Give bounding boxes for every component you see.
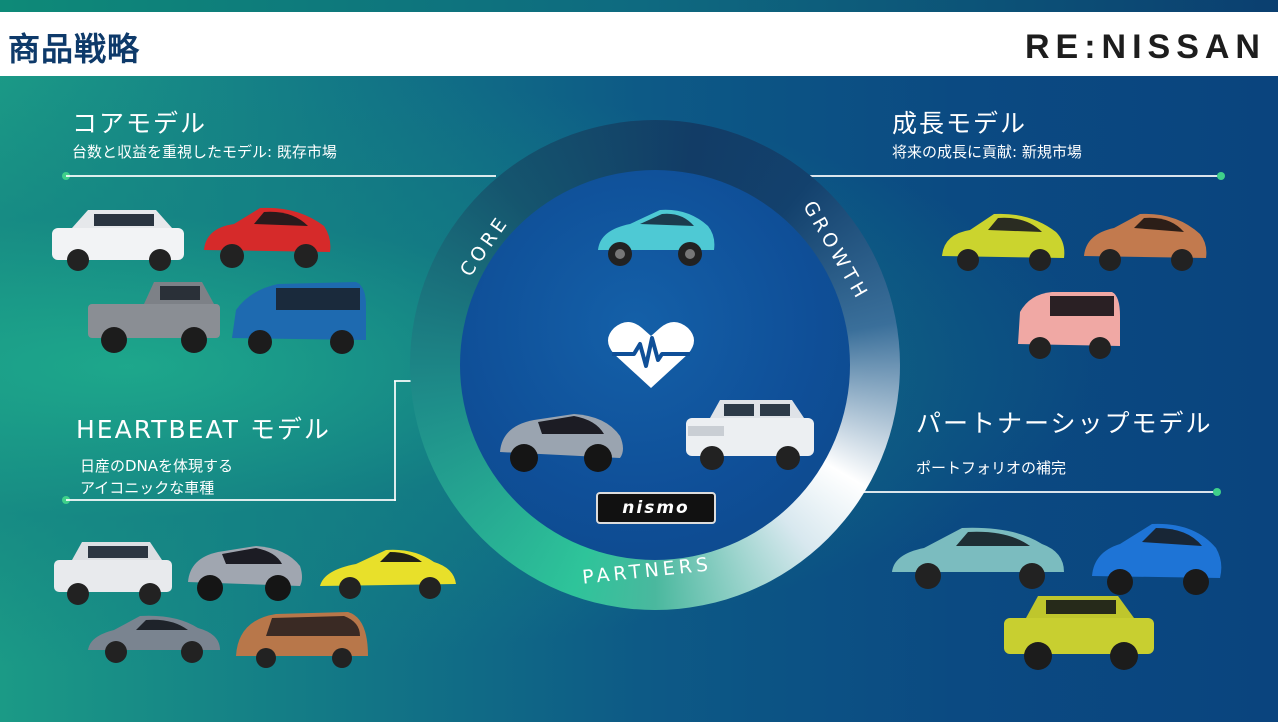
growth-section-title: 成長モデル bbox=[892, 109, 1028, 138]
core-section-title: コアモデル bbox=[72, 109, 208, 138]
car-core-blue-minivan bbox=[226, 276, 370, 360]
growth-section-subtitle: 将来の成長に貢献: 新規市場 bbox=[892, 143, 1082, 161]
car-heartbeat-yellow-z bbox=[316, 542, 460, 606]
growth-rule bbox=[810, 175, 1222, 177]
car-heartbeat-gray-sedan bbox=[84, 606, 224, 668]
brand-logo: RE:NISSAN bbox=[1024, 28, 1266, 66]
car-partner-teal-sedan bbox=[888, 520, 1068, 592]
car-core-gray-pickup bbox=[84, 274, 224, 354]
page-title: 商品戦略 bbox=[8, 30, 141, 68]
growth-rule-dot bbox=[1217, 172, 1225, 180]
car-center-white-suv bbox=[680, 396, 820, 476]
partnership-rule-dot bbox=[1213, 488, 1221, 496]
partnership-section-subtitle: ポートフォリオの補完 bbox=[916, 459, 1067, 477]
car-heartbeat-white-suv bbox=[50, 538, 176, 608]
partnership-section-title: パートナーシップモデル bbox=[916, 409, 1213, 438]
heartbeat-section-title: HEARTBEAT モデル bbox=[76, 415, 331, 444]
car-growth-pink-kei bbox=[1012, 286, 1124, 362]
car-partner-blue-crossover bbox=[1086, 516, 1226, 606]
core-rule bbox=[66, 175, 496, 177]
strategy-ring: CORE GROWTH PARTNERS bbox=[410, 120, 900, 610]
car-heartbeat-concept bbox=[182, 534, 306, 606]
slide-body: コアモデル 台数と収益を重視したモデル: 既存市場 成長モデル 将来の成長に貢献… bbox=[0, 76, 1278, 722]
car-center-concept bbox=[494, 400, 628, 480]
slide-header: 商品戦略 RE:NISSAN bbox=[0, 12, 1278, 76]
heartbeat-rule bbox=[66, 499, 396, 501]
car-partner-yellow-suv bbox=[998, 588, 1160, 674]
nismo-badge: nismo bbox=[596, 492, 716, 524]
heartbeat-subtitle-line2: アイコニックな車種 bbox=[80, 479, 215, 497]
car-growth-copper-crossover bbox=[1080, 206, 1210, 276]
top-accent-stripe bbox=[0, 0, 1278, 12]
heartbeat-heart-icon bbox=[606, 320, 696, 396]
core-section-subtitle: 台数と収益を重視したモデル: 既存市場 bbox=[72, 143, 337, 161]
car-center-teal-suv bbox=[590, 200, 720, 272]
car-core-white-suv bbox=[48, 204, 188, 274]
heartbeat-connector-vertical bbox=[394, 381, 396, 501]
car-heartbeat-bronze-concept-van bbox=[232, 606, 372, 672]
heartbeat-subtitle-line1: 日産のDNAを体現する bbox=[80, 457, 234, 475]
car-core-red-crossover bbox=[198, 200, 338, 272]
partnership-rule bbox=[860, 491, 1218, 493]
car-growth-yellow-crossover bbox=[938, 208, 1068, 276]
